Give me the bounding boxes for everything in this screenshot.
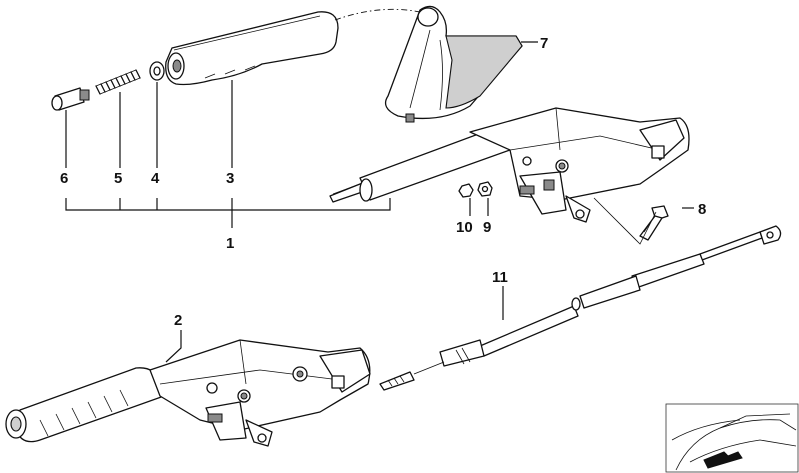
callout-11: 11 [492,269,508,286]
part-2-handbrake-lever[interactable] [5,339,371,447]
part-9-nut[interactable] [477,181,493,197]
part-6-pin[interactable] [51,87,90,111]
part-7-gaiter-boot[interactable] [384,5,523,123]
callout-10: 10 [456,219,473,236]
callout-6: 6 [60,170,68,187]
callout-1: 1 [226,235,234,252]
callout-5: 5 [114,170,122,187]
part-4-washer[interactable] [149,61,165,81]
part-5-spring[interactable] [95,69,141,95]
part-3-handle-grip[interactable] [165,11,339,86]
leader-lines [65,41,694,363]
alignment-line-grip [334,8,421,21]
callout-9: 9 [483,219,491,236]
callout-3: 3 [226,170,234,187]
callout-labels: 1 2 3 4 5 6 7 8 9 10 11 [60,35,706,329]
part-1-lever-assembly[interactable] [329,107,690,223]
vehicle-location-thumbnail [665,403,799,473]
leader-8-to-assembly [593,197,657,245]
part-10-nut[interactable] [458,183,474,198]
callout-2: 2 [174,312,182,329]
callout-4: 4 [151,170,160,187]
callout-8: 8 [698,201,706,218]
callout-7: 7 [540,35,548,52]
part-11-brake-cable[interactable] [379,225,782,391]
